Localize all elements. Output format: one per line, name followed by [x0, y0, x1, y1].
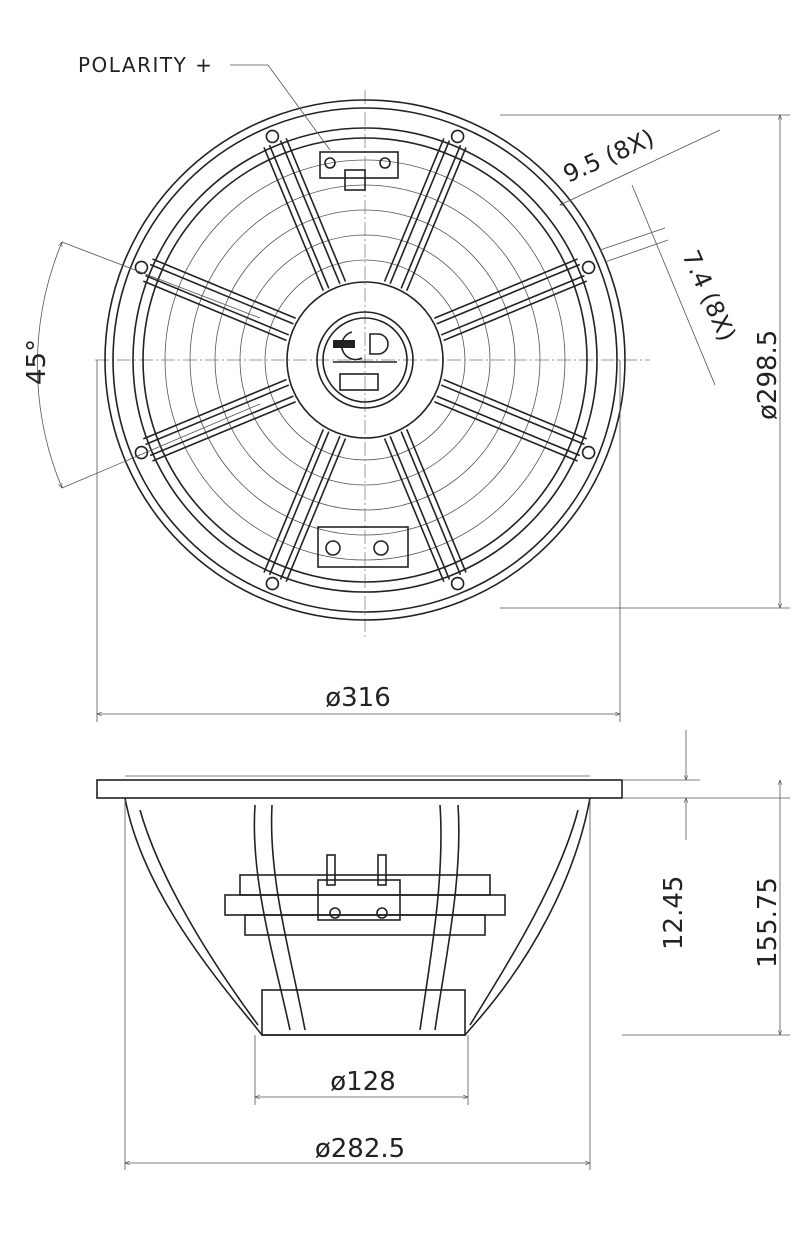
spoke-line — [152, 400, 296, 462]
terminal-screw — [329, 907, 341, 919]
basket-rib — [419, 804, 442, 1031]
outer-frame — [104, 99, 626, 621]
basket-rib — [270, 804, 306, 1031]
mounting-hole — [134, 445, 149, 460]
cone-ring — [239, 234, 491, 486]
hole-width-label: 7.4 (8X) — [677, 246, 742, 345]
spoke-line — [389, 140, 451, 285]
flange-height-label: 12.45 — [659, 876, 689, 950]
spoke-line — [405, 429, 467, 573]
spoke-line — [434, 400, 578, 462]
mounting-hole — [450, 576, 465, 591]
spoke-line — [279, 435, 341, 580]
front-view — [95, 90, 650, 640]
terminal-screw — [376, 907, 388, 919]
hole-dia-label: 9.5 (8X) — [559, 124, 658, 189]
mounting-hole — [581, 445, 596, 460]
spoke-line — [263, 429, 325, 573]
ext-line — [599, 227, 666, 251]
logo-badge — [322, 317, 408, 403]
spoke-line — [440, 274, 585, 336]
terminal-pin — [326, 854, 336, 886]
brand-logo — [333, 331, 397, 391]
side-view — [96, 775, 623, 1036]
frame-spokes — [142, 137, 588, 583]
angle-ext-line — [61, 241, 261, 319]
spoke-line — [405, 147, 467, 291]
hole-width-dim-line — [631, 184, 716, 386]
terminal-pin — [377, 854, 387, 886]
spoke-line — [400, 431, 462, 576]
mounting-hole — [265, 576, 280, 591]
spoke-line — [400, 144, 462, 289]
back-plate — [261, 989, 466, 1036]
spoke-line — [149, 395, 294, 457]
spoke-line — [142, 280, 287, 342]
magnet — [244, 914, 486, 936]
spoke-line — [285, 137, 347, 282]
spoke-line — [436, 263, 581, 325]
spoke-line — [389, 435, 451, 580]
spoke-line — [383, 137, 445, 282]
baffle-dia-label: ø282.5 — [315, 1134, 405, 1164]
magnet — [224, 894, 506, 916]
outer-dia-label: ø316 — [325, 683, 391, 713]
spoke-line — [268, 431, 330, 576]
basket-rib — [253, 804, 291, 1031]
spoke-line — [285, 438, 347, 583]
spoke-line — [149, 263, 294, 325]
spoke-line — [443, 280, 588, 342]
mounting-hole — [134, 260, 149, 275]
mounting-hole — [581, 260, 596, 275]
angle-dim-arc — [37, 241, 63, 489]
spoke-line — [263, 147, 325, 291]
spoke-line — [383, 438, 445, 583]
hole-dia-leader — [559, 129, 721, 206]
basket-line — [139, 809, 259, 1026]
polarity-label: POLARITY + — [78, 53, 213, 77]
mounting-holes — [134, 129, 596, 591]
terminal-block — [317, 879, 401, 921]
basket-rib — [434, 804, 460, 1031]
mounting-hole — [265, 129, 280, 144]
spoke-line — [268, 144, 330, 289]
dust-cap — [316, 311, 414, 409]
cone-ring — [214, 209, 516, 511]
surround — [142, 137, 588, 583]
spoke-line — [152, 258, 296, 320]
basket-line — [469, 809, 579, 1026]
spoke-line — [279, 140, 341, 285]
spoke-line — [434, 258, 578, 320]
angle-ext-line — [61, 403, 261, 489]
bottom-terminal — [317, 526, 409, 568]
spoke-line — [145, 274, 290, 336]
ext-line — [604, 239, 669, 263]
cone-ring — [264, 259, 466, 461]
frame-ring — [112, 107, 618, 613]
angle-label: 45° — [22, 339, 52, 385]
polarity-terminal — [319, 151, 399, 191]
spoke-line — [436, 395, 581, 457]
mounting-hole — [450, 129, 465, 144]
dust-cap-ring — [286, 281, 444, 439]
polarity-leader-line — [267, 64, 331, 151]
basket-outline — [124, 797, 591, 1036]
spoke-line — [440, 384, 585, 446]
total-depth-label: 155.75 — [753, 877, 783, 968]
spoke-line — [443, 378, 588, 440]
magnet-dia-label: ø128 — [330, 1067, 396, 1097]
mounting-flange — [96, 779, 623, 799]
frame-inner-ring — [132, 127, 598, 593]
spoke-line — [145, 384, 290, 446]
cone-ring — [164, 159, 566, 561]
bolt-circle-label: ø298.5 — [753, 330, 783, 420]
spoke-line — [142, 378, 287, 440]
